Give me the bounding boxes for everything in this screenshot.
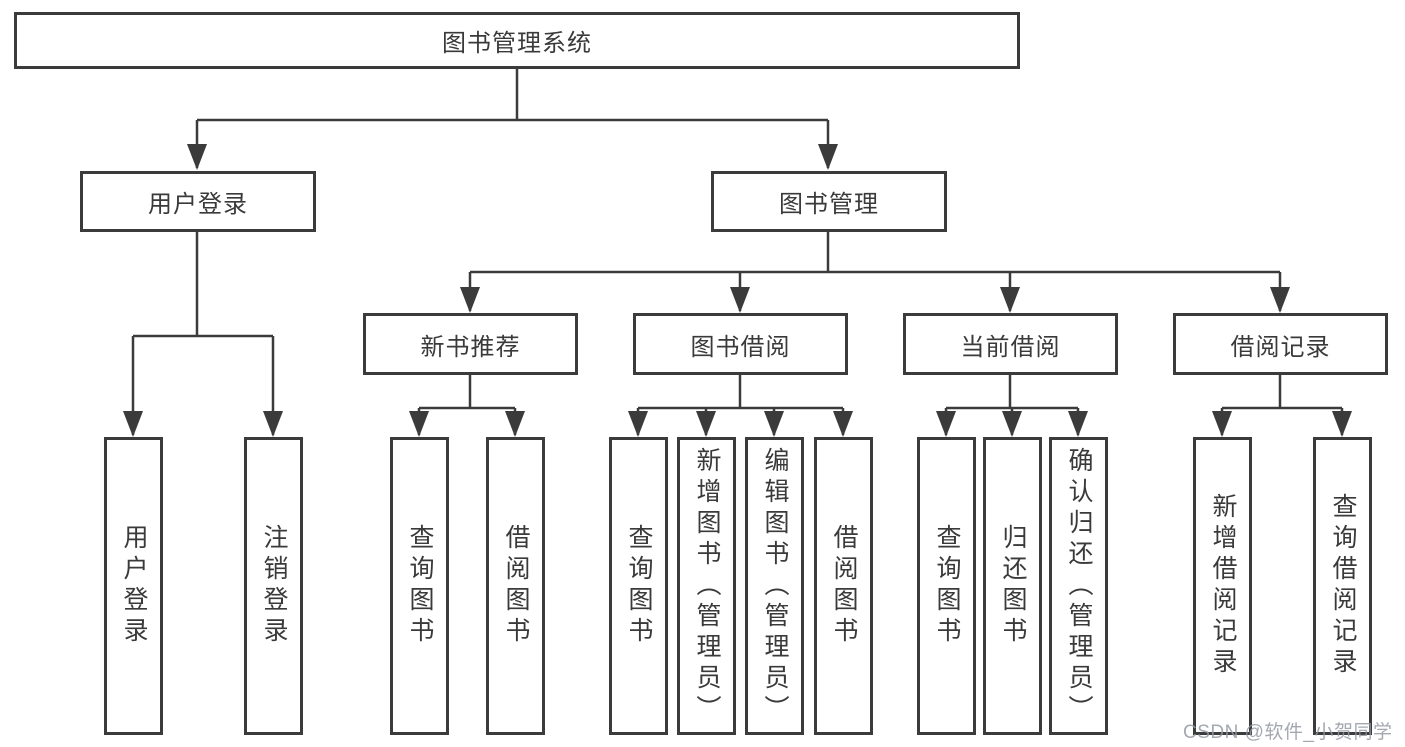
connector-user-login (131, 232, 275, 435)
leaf-label: 新增图书（管理员） (693, 446, 721, 726)
leaf-return-book: 归还图书 (983, 437, 1042, 735)
leaf-add-book-admin: 新增图书（管理员） (677, 437, 736, 735)
leaf-label: 查询图书 (625, 524, 653, 648)
leaf-label: 借阅图书 (830, 524, 858, 648)
leaf-label: 用户登录 (120, 524, 148, 648)
leaf-label: 查询图书 (406, 524, 434, 648)
arrow-down-icon (818, 144, 838, 170)
leaf-label: 注销登录 (260, 524, 288, 648)
leaf-label: 查询借阅记录 (1329, 493, 1357, 679)
arrow-down-icon (764, 411, 784, 437)
leaf-label: 查询图书 (933, 524, 961, 648)
section-label: 借阅记录 (1230, 333, 1331, 361)
node-user-login: 用户登录 (80, 171, 316, 232)
arrowheads (123, 144, 1352, 437)
node-root: 图书管理系统 (14, 12, 1020, 69)
arrow-down-icon (833, 411, 853, 437)
leaf-user-login: 用户登录 (104, 437, 163, 735)
leaf-query-book-1: 查询图书 (390, 437, 449, 735)
section-label: 图书借阅 (690, 333, 791, 361)
node-borrow-record: 借阅记录 (1173, 313, 1388, 375)
arrow-down-icon (460, 287, 480, 313)
node-book-borrow: 图书借阅 (633, 313, 848, 375)
arrow-down-icon (123, 411, 143, 437)
csdn-watermark: CSDN @软件_小贺同学 (1183, 722, 1393, 743)
leaf-query-borrow-record: 查询借阅记录 (1313, 437, 1372, 735)
node-user-login-label: 用户登录 (148, 191, 248, 218)
leaf-add-borrow-record: 新增借阅记录 (1193, 437, 1252, 735)
arrow-down-icon (696, 411, 716, 437)
arrow-down-icon (263, 411, 283, 437)
node-root-label: 图书管理系统 (442, 30, 592, 57)
leaf-confirm-return-admin: 确认归还（管理员） (1049, 437, 1108, 735)
connector-root (195, 68, 830, 168)
leaf-borrow-book-1: 借阅图书 (486, 437, 545, 735)
arrow-down-icon (936, 411, 956, 437)
leaf-query-book-2: 查询图书 (609, 437, 668, 735)
arrow-down-icon (1000, 287, 1020, 313)
connector-borrow (636, 375, 845, 435)
node-current-borrow: 当前借阅 (903, 313, 1118, 375)
node-book-mgmt-label: 图书管理 (779, 191, 879, 218)
leaf-borrow-book-2: 借阅图书 (814, 437, 873, 735)
connector-record (1220, 375, 1344, 435)
arrow-down-icon (409, 411, 429, 437)
arrow-down-icon (730, 287, 750, 313)
section-label: 当前借阅 (960, 333, 1061, 361)
arrow-down-icon (1332, 411, 1352, 437)
arrow-down-icon (1212, 411, 1232, 437)
arrow-down-icon (1002, 411, 1022, 437)
leaf-label: 编辑图书（管理员） (761, 446, 789, 726)
arrow-down-icon (628, 411, 648, 437)
leaf-query-book-3: 查询图书 (917, 437, 976, 735)
leaf-edit-book-admin: 编辑图书（管理员） (745, 437, 804, 735)
arrow-down-icon (1068, 411, 1088, 437)
node-new-book-recommend: 新书推荐 (363, 313, 578, 375)
leaf-label: 借阅图书 (502, 524, 530, 648)
arrow-down-icon (505, 411, 525, 437)
leaf-label: 新增借阅记录 (1209, 493, 1237, 679)
leaf-label: 归还图书 (999, 524, 1027, 648)
section-label: 新书推荐 (420, 333, 521, 361)
connector-book-mgmt (468, 232, 1282, 311)
connector-new-book (417, 375, 517, 435)
leaf-logout: 注销登录 (244, 437, 303, 735)
node-book-mgmt: 图书管理 (711, 171, 947, 232)
leaf-label: 确认归还（管理员） (1065, 446, 1093, 726)
arrow-down-icon (1270, 287, 1290, 313)
arrow-down-icon (187, 144, 207, 170)
